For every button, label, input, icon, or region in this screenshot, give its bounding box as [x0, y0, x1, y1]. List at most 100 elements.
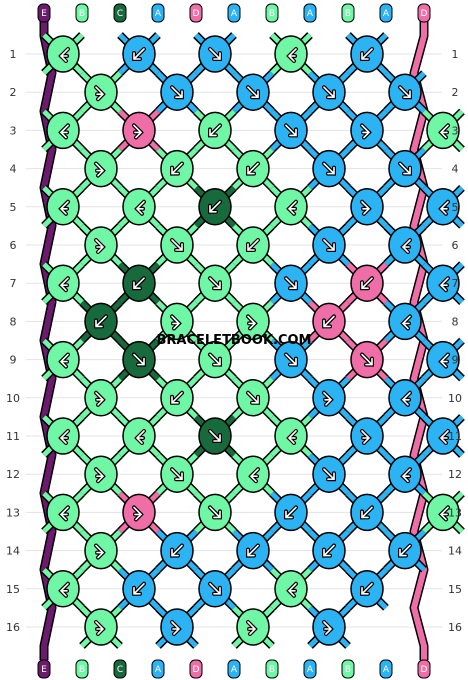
knot[interactable] [274, 111, 308, 150]
knot[interactable] [312, 531, 346, 570]
knot[interactable] [274, 417, 308, 455]
knot[interactable] [274, 264, 308, 302]
knot[interactable] [274, 188, 308, 226]
knot[interactable] [312, 226, 346, 264]
string-letter-bottom: B [269, 665, 275, 675]
knot[interactable] [350, 417, 384, 455]
knot[interactable] [122, 570, 156, 608]
arrow-down-left-icon [133, 582, 145, 595]
arrow-left-then-down-icon [401, 468, 411, 483]
knot[interactable] [46, 188, 80, 226]
knot[interactable] [84, 608, 118, 646]
knot[interactable] [122, 111, 156, 150]
knot[interactable] [84, 226, 118, 264]
knot[interactable] [388, 73, 422, 111]
row-number-right: 5 [452, 201, 459, 214]
knot[interactable] [84, 379, 118, 417]
knot[interactable] [312, 608, 346, 646]
knot[interactable] [160, 531, 194, 570]
knot[interactable] [312, 302, 346, 341]
knot[interactable] [198, 417, 232, 455]
knot[interactable] [84, 302, 118, 341]
knot[interactable] [46, 340, 80, 379]
knot[interactable] [122, 188, 156, 226]
knot[interactable] [160, 608, 194, 646]
string-letter-top: E [41, 9, 47, 19]
knot[interactable] [84, 149, 118, 188]
arrow-down-left-icon [209, 201, 221, 213]
knot[interactable] [46, 570, 80, 608]
knot[interactable] [198, 493, 232, 532]
knot[interactable] [312, 455, 346, 493]
knot[interactable] [350, 570, 384, 608]
knot[interactable] [388, 226, 422, 264]
knot[interactable] [236, 455, 270, 493]
knot[interactable] [46, 264, 80, 302]
knot[interactable] [46, 111, 80, 150]
knot[interactable] [84, 531, 118, 570]
knot[interactable] [426, 417, 460, 455]
knot[interactable] [388, 302, 422, 341]
knot[interactable] [198, 111, 232, 150]
knot[interactable] [160, 379, 194, 417]
knot[interactable] [350, 111, 384, 150]
knot[interactable] [198, 35, 232, 73]
knot[interactable] [160, 226, 194, 264]
arrow-down-right-icon [247, 391, 259, 404]
knot[interactable] [350, 264, 384, 302]
knot[interactable] [350, 35, 384, 73]
knot[interactable] [350, 340, 384, 379]
knot[interactable] [312, 379, 346, 417]
knot[interactable] [236, 149, 270, 188]
knot[interactable] [198, 570, 232, 608]
knot[interactable] [312, 73, 346, 111]
knot[interactable] [350, 493, 384, 532]
knot[interactable] [388, 531, 422, 570]
knot[interactable] [236, 379, 270, 417]
knot[interactable] [160, 302, 194, 341]
string-tab-top [227, 3, 241, 23]
knot[interactable] [426, 264, 460, 302]
string-tab-bottom [303, 659, 317, 679]
knot[interactable] [122, 264, 156, 302]
arrow-left-then-down-icon [287, 201, 297, 215]
knot[interactable] [274, 570, 308, 608]
string-tab-bottom [379, 659, 393, 679]
knot[interactable] [160, 149, 194, 188]
arrow-right-then-down-icon [95, 621, 105, 635]
knot[interactable] [274, 493, 308, 532]
knot[interactable] [160, 455, 194, 493]
knot[interactable] [388, 379, 422, 417]
knot[interactable] [46, 35, 80, 73]
knot[interactable] [236, 226, 270, 264]
knot[interactable] [274, 340, 308, 379]
knot[interactable] [198, 188, 232, 226]
knot[interactable] [46, 493, 80, 532]
knot[interactable] [122, 35, 156, 73]
arrow-right-then-down-icon [95, 391, 105, 406]
knot[interactable] [160, 73, 194, 111]
knot[interactable] [426, 340, 460, 379]
knot[interactable] [198, 340, 232, 379]
knot[interactable] [236, 531, 270, 570]
knot[interactable] [122, 493, 156, 532]
knot[interactable] [122, 417, 156, 455]
knot[interactable] [84, 455, 118, 493]
knot[interactable] [274, 35, 308, 73]
knot[interactable] [426, 188, 460, 226]
row-number-right: 10 [448, 392, 462, 405]
knot[interactable] [46, 417, 80, 455]
knot[interactable] [388, 149, 422, 188]
knot[interactable] [236, 302, 270, 341]
knot[interactable] [236, 608, 270, 646]
knot[interactable] [312, 149, 346, 188]
knot[interactable] [388, 455, 422, 493]
knot[interactable] [426, 111, 460, 150]
knot[interactable] [198, 264, 232, 302]
knot[interactable] [350, 188, 384, 226]
knot[interactable] [236, 73, 270, 111]
knot[interactable] [122, 340, 156, 379]
knot[interactable] [426, 493, 460, 532]
knot[interactable] [84, 73, 118, 111]
